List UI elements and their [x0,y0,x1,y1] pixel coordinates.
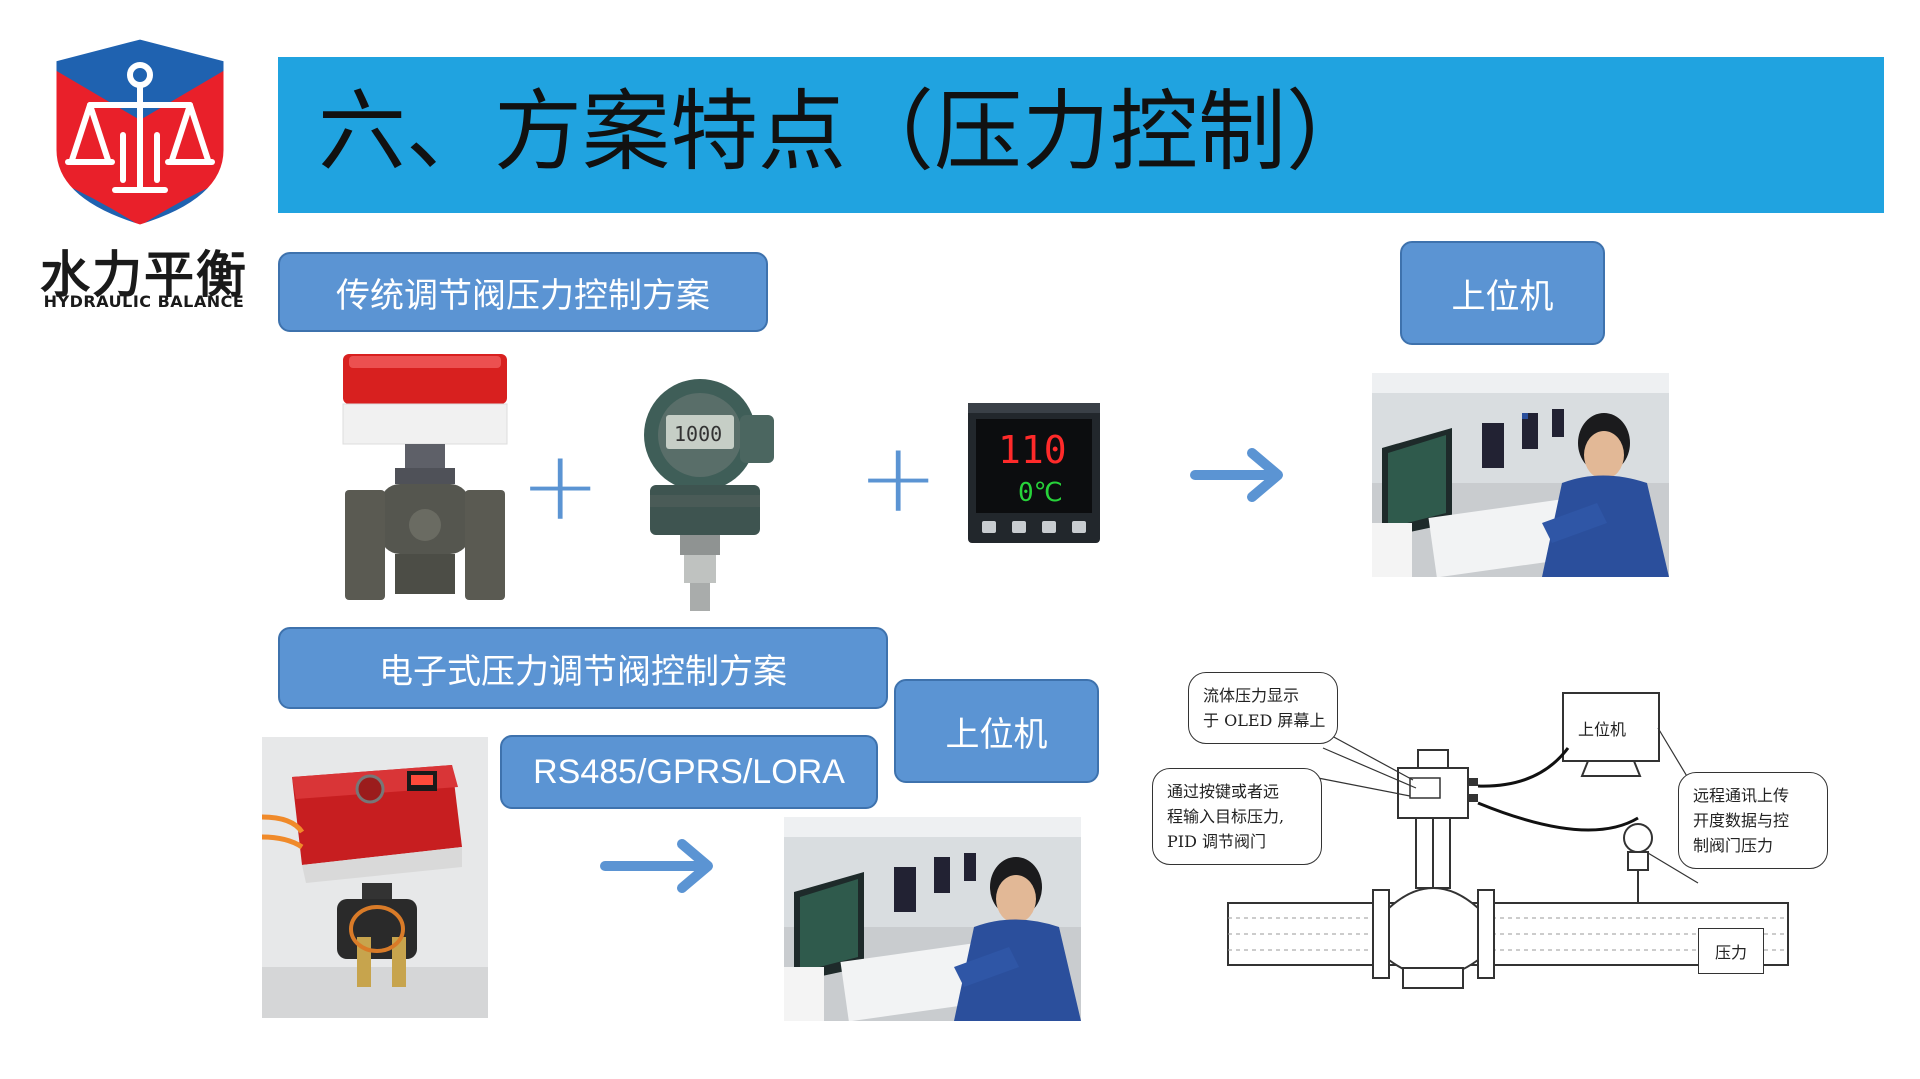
pressure-transmitter-photo: 1000 [630,375,780,615]
upper-computer-label-2: 上位机 [894,679,1099,783]
logo-name-en: HYDRAULIC BALANCE [43,292,245,311]
plus-sign-1: + [520,430,601,542]
callout-input: 通过按键或者远 程输入目标压力, PID 调节阀门 [1152,768,1322,865]
logo-name-cn: 水力平衡 [40,246,248,304]
traditional-valve-photo [335,350,515,610]
communication-protocol-label: RS485/GPRS/LORA [500,735,878,809]
arrow-right-icon [600,839,713,893]
controller-display-bottom: 0℃ [1018,478,1063,508]
operator-workstation-photo-1 [1372,373,1669,577]
plus-sign-2: + [858,422,939,534]
diagram-pressure-label: 压力 [1698,928,1764,974]
electronic-valve-photo [262,737,488,1018]
electronic-scheme-label: 电子式压力调节阀控制方案 [278,627,888,709]
diagram-monitor-label: 上位机 [1578,720,1627,739]
upper-computer-label-1: 上位机 [1400,241,1605,345]
page-title: 六、方案特点（压力控制） [318,80,1375,183]
callout-remote: 远程通讯上传 开度数据与控 制阀门压力 [1678,772,1828,869]
transmitter-display-text: 1000 [674,422,722,446]
arrow-right-icon [1190,448,1283,502]
system-diagram: 流体压力显示 于 OLED 屏幕上 通过按键或者远 程输入目标压力, PID 调… [1148,668,1838,1018]
title-banner: 六、方案特点（压力控制） [278,57,1884,213]
operator-workstation-photo-2 [784,817,1081,1021]
controller-display-top: 110 [998,428,1067,472]
callout-display: 流体压力显示 于 OLED 屏幕上 [1188,672,1338,744]
traditional-scheme-label: 传统调节阀压力控制方案 [278,252,768,332]
temperature-controller-photo: 110 0℃ [968,403,1100,543]
company-logo: 水力平衡 HYDRAULIC BALANCE [20,30,260,330]
shield-emblem-icon [53,36,227,228]
